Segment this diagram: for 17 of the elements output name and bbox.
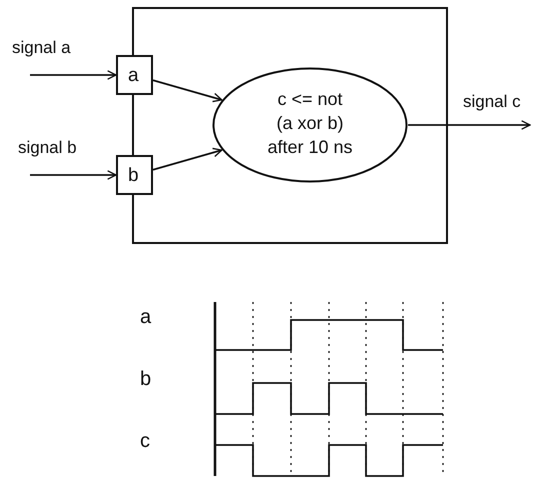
arrow bbox=[408, 120, 531, 130]
arrow bbox=[30, 170, 117, 180]
waveform-label: a bbox=[140, 306, 152, 329]
signal-label: signal c bbox=[463, 92, 521, 112]
arrow bbox=[152, 148, 222, 171]
waveform-label: b bbox=[140, 368, 152, 391]
port-label: b bbox=[128, 165, 139, 187]
signal-label: signal a bbox=[12, 38, 71, 58]
arrow bbox=[152, 79, 222, 102]
signal-label: signal b bbox=[18, 138, 77, 158]
waveform-label: c bbox=[140, 430, 150, 453]
arrow bbox=[30, 70, 117, 80]
port-box bbox=[116, 55, 153, 95]
port-label: a bbox=[128, 65, 139, 87]
process-ellipse bbox=[212, 67, 408, 183]
port-box bbox=[116, 155, 153, 195]
statement-text: c <= not (a xor b) after 10 ns bbox=[266, 88, 354, 159]
